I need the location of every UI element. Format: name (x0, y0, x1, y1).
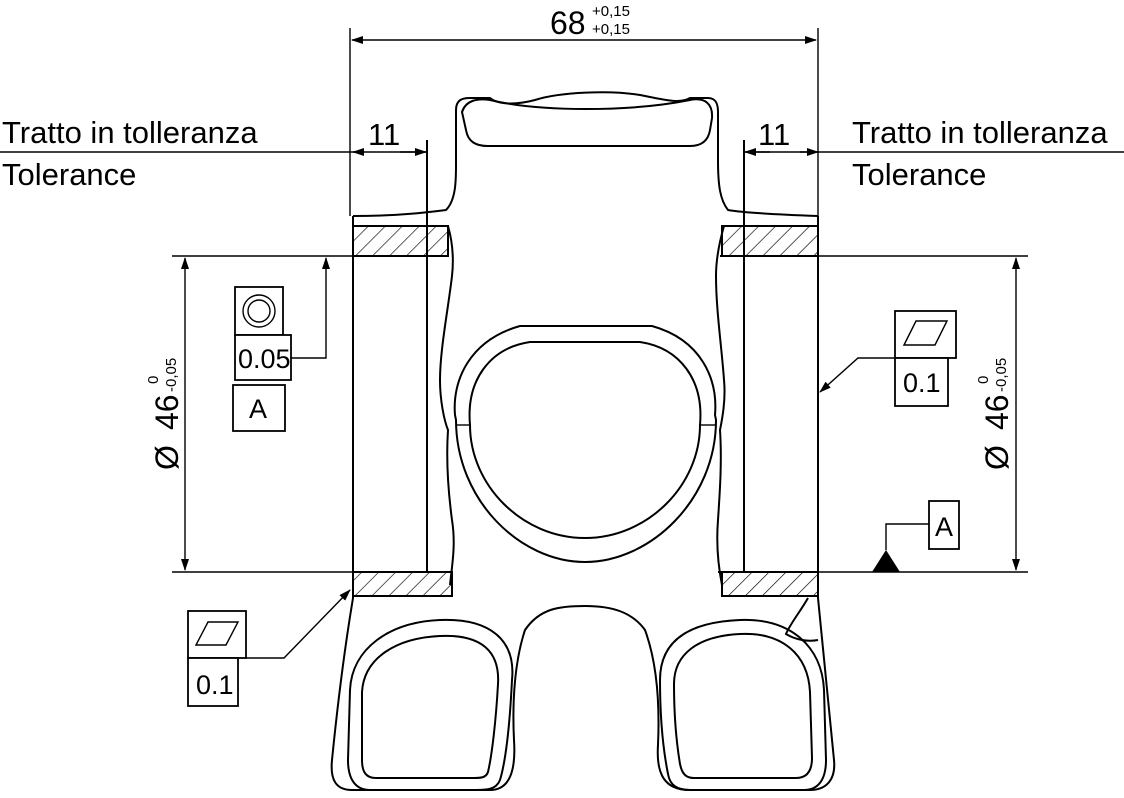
right-note-english: Tolerance (852, 157, 986, 192)
left-note-italian: Tratto in tolleranza (2, 115, 258, 150)
right-dia-nominal: 46 (979, 394, 1015, 430)
concentricity-feature-frame: 0.05 A (232, 257, 330, 432)
right-lower-pocket-outer (658, 618, 828, 791)
left-lower-pocket-inner (361, 634, 500, 779)
flatness-right-value: 0.1 (903, 368, 941, 398)
flatness-left-value: 0.1 (196, 670, 234, 700)
concentricity-value: 0.05 (238, 344, 291, 374)
left-dia-upper: 0 (145, 376, 162, 384)
lower-body-outline (330, 597, 836, 791)
concentricity-outer-circle-icon (242, 294, 276, 328)
datum-a-indicator: A (872, 500, 960, 572)
flatness-frame-left: 0.1 (187, 589, 351, 707)
part-outline (330, 91, 836, 791)
tolerance-band-bottom-left (352, 571, 453, 597)
dimension-diameter-left: Ø 46 0 -0,05 (145, 255, 353, 573)
left-lower-pocket-outer (346, 618, 514, 791)
flatness-right-leader (819, 357, 895, 393)
flatness-right-value-cell (894, 357, 949, 407)
top-cap-inner (460, 98, 714, 147)
center-opening-outer (453, 325, 718, 564)
left-dia-lower: -0,05 (163, 358, 180, 392)
concentricity-datum-cell (232, 384, 286, 432)
flatness-left-parallelogram-icon (194, 621, 240, 646)
right-dia-upper: 0 (975, 376, 992, 384)
right-dia-symbol: Ø (979, 445, 1015, 470)
flatness-right-parallelogram-icon (902, 320, 949, 346)
flatness-left-value-cell (187, 657, 239, 707)
tolerance-band-bottom-right (721, 571, 819, 597)
width-nominal: 68 (550, 5, 586, 41)
dimension-width: 68 +0,15 +0,15 (349, 3, 819, 216)
left-dia-nominal: 46 (149, 394, 185, 430)
left-collar-profile (438, 225, 455, 586)
concentricity-symbol-cell (234, 286, 284, 336)
dimension-diameter-right: Ø 46 0 -0,05 (818, 255, 1028, 573)
flatness-left-leader (246, 589, 351, 659)
right-note-italian: Tratto in tolleranza (852, 115, 1108, 150)
left-dia-symbol: Ø (149, 445, 185, 470)
right-dia-lower: -0,05 (993, 358, 1010, 392)
datum-a-label: A (935, 512, 953, 542)
dimension-tolerance-zone-right: 11 Tratto in tolleranza Tolerance (743, 115, 1124, 216)
datum-a-cell (928, 500, 960, 550)
right-lower-pocket-inner (672, 632, 814, 779)
flatness-frame-right: 0.1 (819, 310, 957, 407)
left-note-english: Tolerance (2, 157, 136, 192)
center-opening-inner (468, 341, 702, 540)
right-zone-value: 11 (758, 117, 790, 152)
flatness-left-symbol-cell (187, 610, 247, 659)
right-fillet (784, 597, 819, 642)
dimension-tolerance-zone-left: 11 Tratto in tolleranza Tolerance (0, 115, 428, 216)
concentricity-inner-circle-icon (247, 299, 271, 323)
tolerance-band-top-right (721, 225, 819, 257)
left-zone-value: 11 (368, 117, 400, 152)
concentricity-leader (291, 257, 330, 359)
width-lower-tolerance: +0,15 (592, 21, 630, 38)
datum-triangle-icon (872, 550, 900, 572)
concentricity-value-cell (234, 334, 292, 381)
width-upper-tolerance: +0,15 (592, 3, 630, 20)
right-collar-profile (714, 225, 726, 586)
tolerance-band-top-left (352, 225, 449, 257)
concentricity-datum: A (249, 394, 267, 424)
datum-a-leader (885, 523, 929, 550)
top-stem-outline (352, 91, 819, 217)
flatness-right-symbol-cell (894, 310, 957, 359)
